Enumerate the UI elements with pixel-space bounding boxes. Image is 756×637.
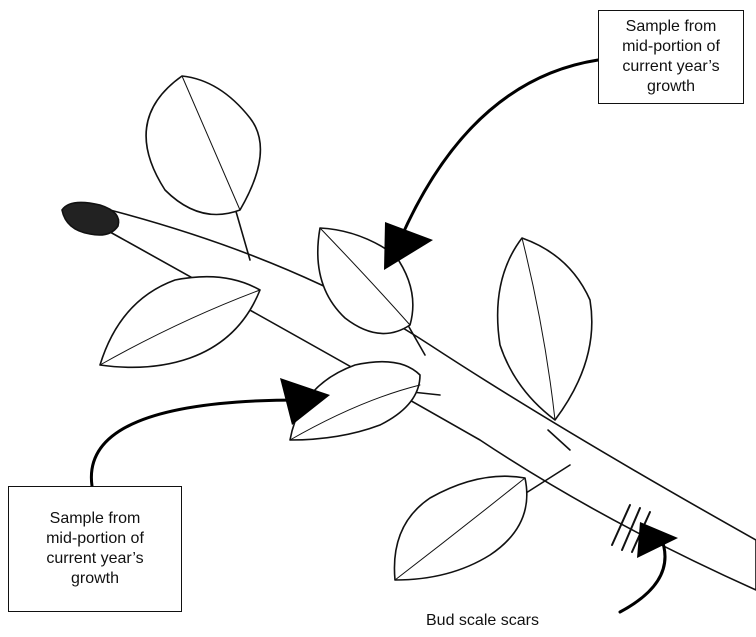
callout-arrow-line-left: [91, 400, 300, 486]
arrowhead-top: [384, 222, 433, 270]
terminal-bud: [62, 202, 119, 235]
left-sample-line: current year’s: [46, 549, 143, 569]
left-sample-line: mid-portion of: [46, 529, 144, 549]
left-sample-line: growth: [71, 569, 119, 589]
top-sample-line: current year’s: [622, 57, 719, 77]
top-sample-line: mid-portion of: [622, 37, 720, 57]
callout-arrow-line-top: [400, 60, 598, 240]
top-sample-label: Sample from mid-portion of current year’…: [598, 10, 744, 104]
leaf: [498, 238, 592, 420]
left-sample-line: Sample from: [50, 509, 141, 529]
bud-scale-scars-label: Bud scale scars: [426, 612, 539, 630]
left-sample-label: Sample from mid-portion of current year’…: [8, 486, 182, 612]
leaf: [146, 76, 260, 215]
top-sample-line: growth: [647, 77, 695, 97]
top-sample-line: Sample from: [626, 17, 717, 37]
leaf: [100, 277, 260, 368]
